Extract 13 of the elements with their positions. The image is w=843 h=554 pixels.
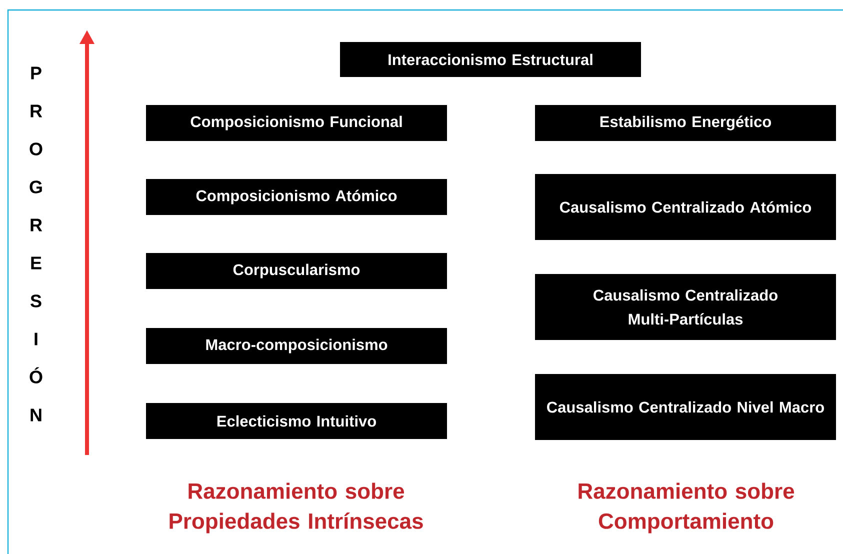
concept-box: Eclecticismo Intuitivo: [146, 403, 447, 439]
concept-box: Composicionismo Atómico: [146, 179, 447, 215]
concept-box: Corpuscularismo: [146, 253, 447, 289]
concept-box: Causalismo Centralizado Atómico: [535, 174, 836, 240]
concept-box: Interaccionismo Estructural: [340, 42, 641, 77]
concept-box: Composicionismo Funcional: [146, 105, 447, 141]
concept-box: Causalismo Centralizado Multi-Partículas: [535, 274, 836, 340]
vertical-label: P R O G R E S I Ó N: [30, 66, 42, 422]
column-heading: Razonamiento sobre Comportamiento: [578, 482, 794, 534]
concept-box: Estabilismo Energético: [535, 105, 836, 141]
column-heading: Razonamiento sobre Propiedades Intrínsecas: [170, 482, 423, 534]
concept-box: Macro-composicionismo: [146, 328, 447, 364]
concept-box: Causalismo Centralizado Nivel Macro: [535, 374, 836, 440]
